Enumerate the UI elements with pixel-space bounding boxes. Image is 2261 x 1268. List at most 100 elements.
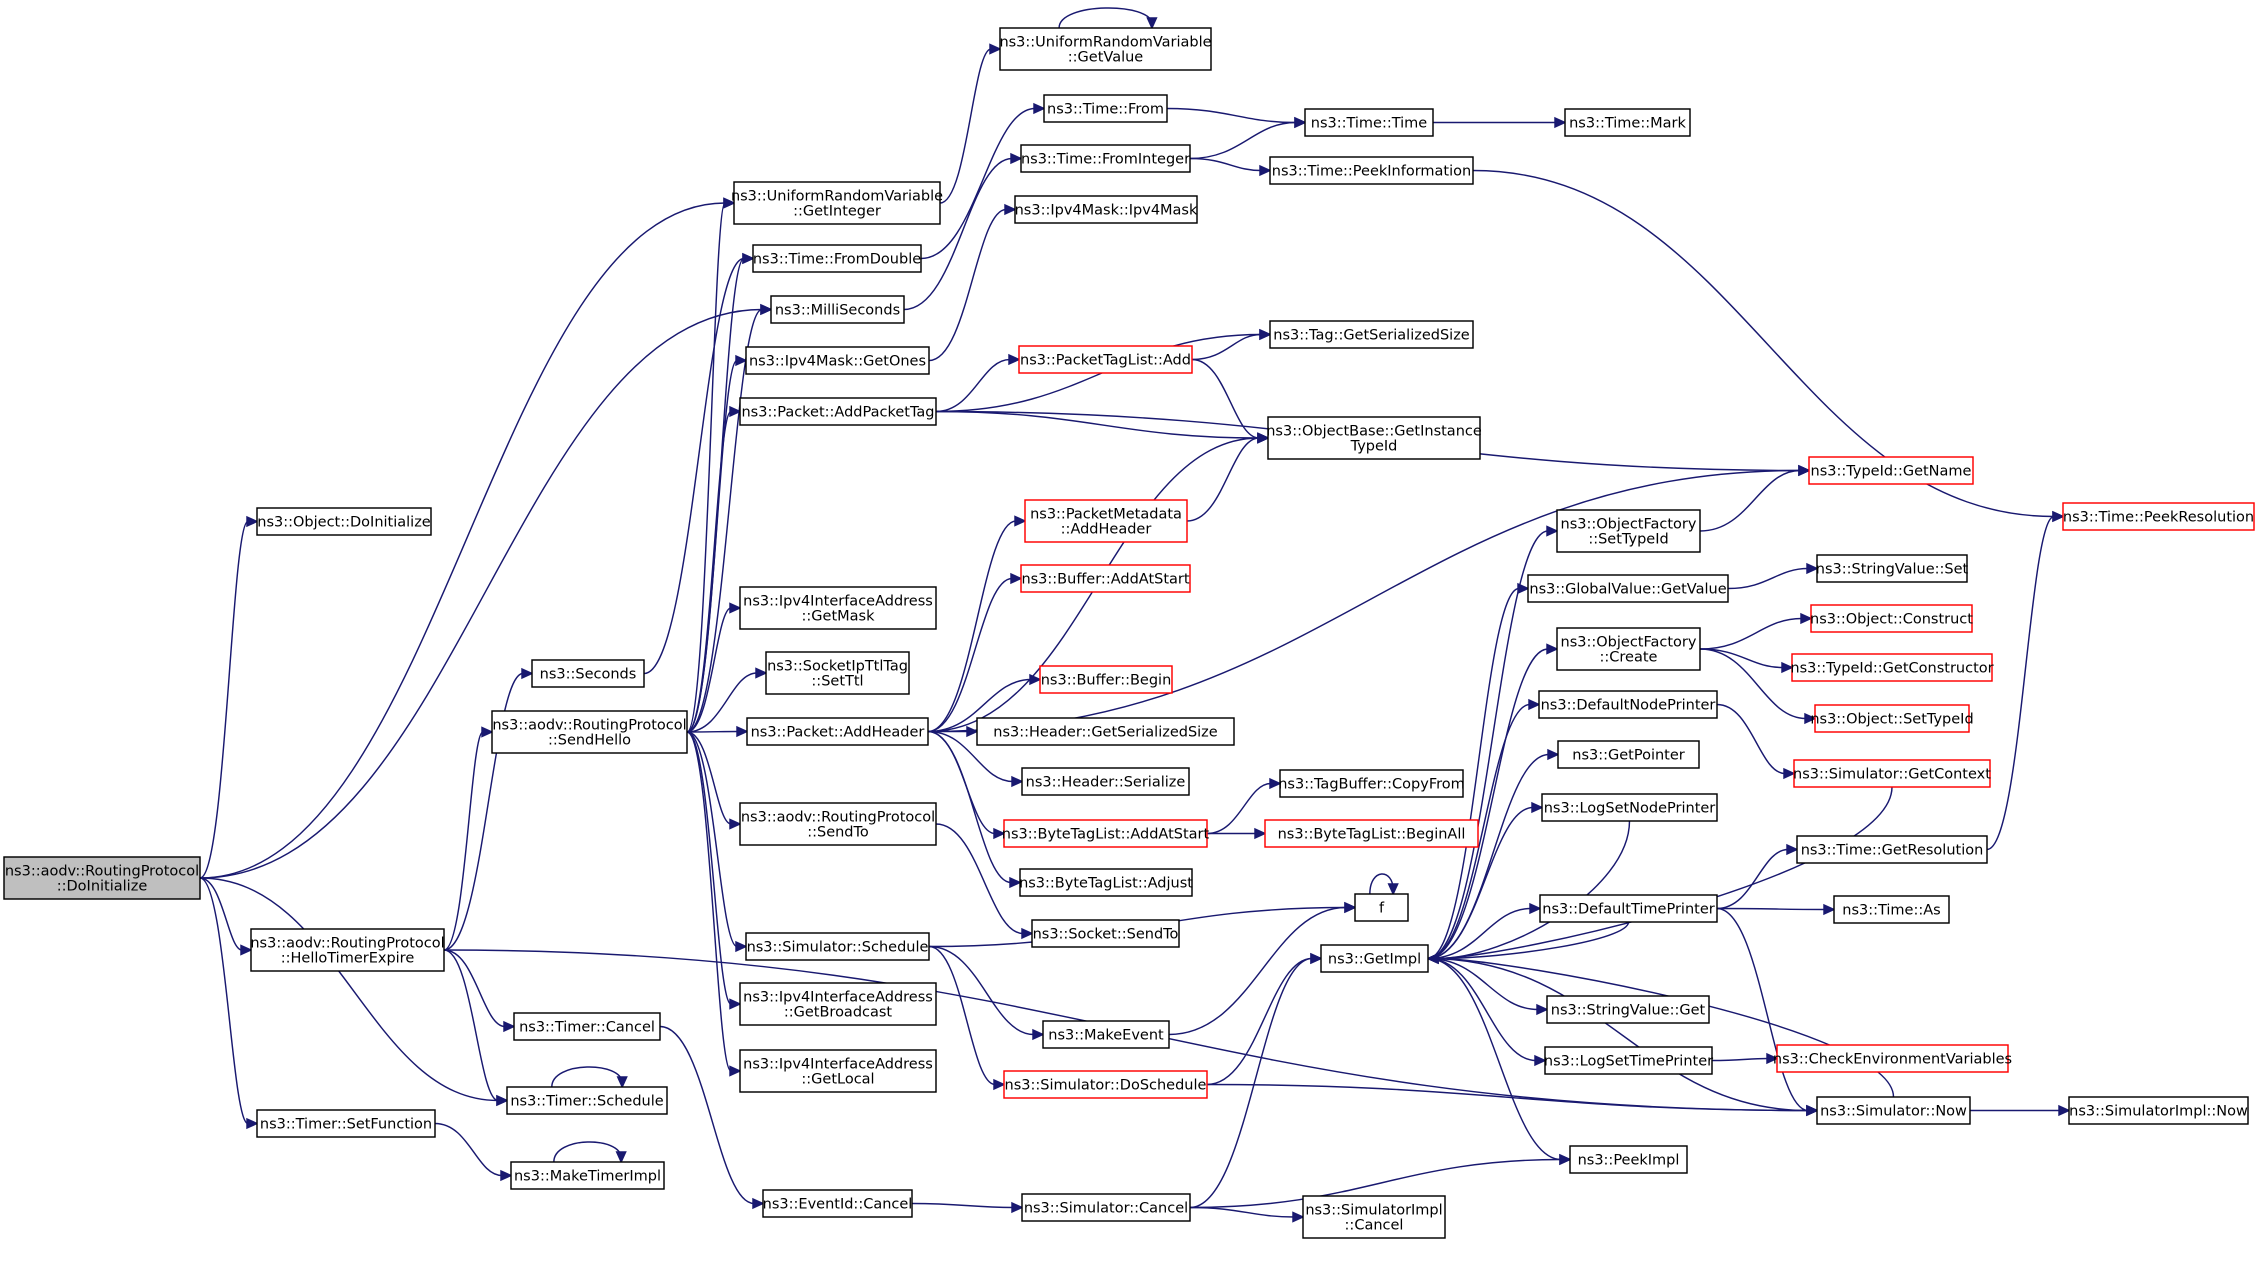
node-urv_getint[interactable]: ns3::UniformRandomVariable::GetInteger <box>731 181 943 225</box>
node-typeid_getctor[interactable]: ns3::TypeId::GetConstructor <box>1790 653 1994 682</box>
node-maketimerimpl[interactable]: ns3::MakeTimerImpl <box>510 1161 665 1190</box>
node-time_from[interactable]: ns3::Time::From <box>1043 94 1168 123</box>
node-label: ns3::Timer::Cancel <box>519 1020 655 1036</box>
node-tagbuf_copyfrom[interactable]: ns3::TagBuffer::CopyFrom <box>1278 769 1465 798</box>
node-time_getres[interactable]: ns3::Time::GetResolution <box>1796 835 1988 864</box>
node-buf_begin[interactable]: ns3::Buffer::Begin <box>1039 665 1173 694</box>
node-eventid_cancel[interactable]: ns3::EventId::Cancel <box>762 1189 913 1218</box>
node-label: ns3::GlobalValue::GetValue <box>1529 582 1726 598</box>
node-box <box>1003 819 1208 848</box>
node-time_time[interactable]: ns3::Time::Time <box>1304 108 1434 137</box>
node-sim_schedule[interactable]: ns3::Simulator::Schedule <box>745 932 930 961</box>
node-packet_addtag[interactable]: ns3::Packet::AddPacketTag <box>739 397 937 426</box>
node-ptl_add[interactable]: ns3::PacketTagList::Add <box>1018 345 1193 374</box>
node-timer_cancel[interactable]: ns3::Timer::Cancel <box>513 1012 661 1041</box>
node-stringvalue_set[interactable]: ns3::StringValue::Set <box>1816 554 1969 583</box>
node-obj_construct[interactable]: ns3::Object::Construct <box>1810 604 1973 633</box>
node-sim_cancel[interactable]: ns3::Simulator::Cancel <box>1021 1193 1191 1222</box>
node-makeevent[interactable]: ns3::MakeEvent <box>1042 1020 1170 1049</box>
node-gv_getvalue[interactable]: ns3::GlobalValue::GetValue <box>1527 574 1729 603</box>
node-box <box>2068 1096 2249 1125</box>
node-box <box>1541 793 1718 822</box>
node-checkenvvars[interactable]: ns3::CheckEnvironmentVariables <box>1773 1044 2012 1073</box>
edge-sendhello-to-ifaddr_getlocal <box>686 731 742 1077</box>
node-sim_now[interactable]: ns3::Simulator::Now <box>1816 1096 1971 1125</box>
node-ipv4mask_ctor[interactable]: ns3::Ipv4Mask::Ipv4Mask <box>1014 195 1198 224</box>
node-label: ns3::StringValue::Get <box>1551 1003 1706 1019</box>
node-root[interactable]: ns3::aodv::RoutingProtocol::DoInitialize <box>3 856 201 900</box>
node-hello_expire[interactable]: ns3::aodv::RoutingProtocol::HelloTimerEx… <box>250 928 445 972</box>
node-box <box>739 802 937 846</box>
node-simimpl_cancel[interactable]: ns3::SimulatorImpl::Cancel <box>1302 1195 1446 1239</box>
edge-sendhello-to-packet_addheader <box>686 725 749 738</box>
node-label: ns3::MilliSeconds <box>775 303 900 319</box>
node-label: ns3::Simulator::Now <box>1820 1104 1967 1120</box>
node-label: ns3::MakeTimerImpl <box>514 1169 661 1185</box>
node-label: ns3::Packet::AddHeader <box>751 725 925 741</box>
node-buf_addatstart[interactable]: ns3::Buffer::AddAtStart <box>1020 564 1191 593</box>
node-packet_addheader[interactable]: ns3::Packet::AddHeader <box>746 717 929 746</box>
node-btl_adjust[interactable]: ns3::ByteTagList::Adjust <box>1019 868 1193 897</box>
node-hdr_getsersize[interactable]: ns3::Header::GetSerializedSize <box>976 717 1235 746</box>
node-sendhello[interactable]: ns3::aodv::RoutingProtocol::SendHello <box>491 710 688 754</box>
node-hdr_serialize[interactable]: ns3::Header::Serialize <box>1021 767 1190 796</box>
node-time_as[interactable]: ns3::Time::As <box>1833 895 1950 924</box>
node-btl_addatstart[interactable]: ns3::ByteTagList::AddAtStart <box>1002 819 1210 848</box>
node-label: ns3::PeekImpl <box>1578 1153 1680 1169</box>
node-box <box>1814 704 1970 733</box>
node-ifaddr_getmask[interactable]: ns3::Ipv4InterfaceAddress::GetMask <box>739 586 937 630</box>
node-sim_getcontext[interactable]: ns3::Simulator::GetContext <box>1793 759 1991 788</box>
node-label: ::DoInitialize <box>57 879 148 895</box>
node-time_peekres[interactable]: ns3::Time::PeekResolution <box>2062 502 2255 531</box>
node-label: ns3::TagBuffer::CopyFrom <box>1278 777 1465 793</box>
node-typeid_getname[interactable]: ns3::TypeId::GetName <box>1808 456 1974 485</box>
node-logsettimeprinter[interactable]: ns3::LogSetTimePrinter <box>1544 1046 1713 1075</box>
node-getpointer[interactable]: ns3::GetPointer <box>1557 740 1700 769</box>
node-time_frominteger[interactable]: ns3::Time::FromInteger <box>1020 144 1191 173</box>
node-label: ns3::Time::GetResolution <box>1801 843 1984 859</box>
node-timer_schedule[interactable]: ns3::Timer::Schedule <box>506 1086 668 1115</box>
node-box <box>491 710 688 754</box>
node-box <box>531 659 645 688</box>
node-of_create[interactable]: ns3::ObjectFactory::Create <box>1556 627 1701 671</box>
edge-sim_doschedule-to-getimpl <box>1206 952 1323 1086</box>
node-socket_sendto[interactable]: ns3::Socket::SendTo <box>1031 919 1180 948</box>
node-milliseconds[interactable]: ns3::MilliSeconds <box>770 295 905 324</box>
node-obj_doinit[interactable]: ns3::Object::DoInitialize <box>256 507 432 536</box>
node-logsetnodeprinter[interactable]: ns3::LogSetNodePrinter <box>1541 793 1718 822</box>
node-simimpl_now[interactable]: ns3::SimulatorImpl::Now <box>2068 1096 2249 1125</box>
node-box <box>1791 653 1993 682</box>
node-stringvalue_get[interactable]: ns3::StringValue::Get <box>1546 995 1710 1024</box>
node-label: ns3::EventId::Cancel <box>763 1197 913 1213</box>
node-box <box>510 1161 665 1190</box>
node-ifaddr_getbcast[interactable]: ns3::Ipv4InterfaceAddress::GetBroadcast <box>739 982 937 1026</box>
node-timer_setfn[interactable]: ns3::Timer::SetFunction <box>256 1109 436 1138</box>
node-defnodeprinter[interactable]: ns3::DefaultNodePrinter <box>1538 690 1718 719</box>
edge-of_create-to-obj_settypeid <box>1699 648 1817 725</box>
edge-hello_expire-to-timer_schedule <box>443 949 509 1107</box>
node-btl_beginall[interactable]: ns3::ByteTagList::BeginAll <box>1264 819 1479 848</box>
node-tag_getsersize[interactable]: ns3::Tag::GetSerializedSize <box>1269 320 1474 349</box>
node-time_mark[interactable]: ns3::Time::Mark <box>1564 108 1691 137</box>
node-time_peekinfo[interactable]: ns3::Time::PeekInformation <box>1269 156 1474 185</box>
node-pm_addheader[interactable]: ns3::PacketMetadata::AddHeader <box>1024 499 1188 543</box>
node-time_fromdouble[interactable]: ns3::Time::FromDouble <box>752 244 922 273</box>
node-f[interactable]: f <box>1354 893 1409 922</box>
node-peekimpl[interactable]: ns3::PeekImpl <box>1569 1145 1688 1174</box>
node-deftimeprinter[interactable]: ns3::DefaultTimePrinter <box>1539 894 1718 923</box>
node-of_settypeid[interactable]: ns3::ObjectFactory::SetTypeId <box>1556 509 1701 553</box>
edge-time_from-to-time_time <box>1166 107 1307 129</box>
node-box <box>1816 1096 1971 1125</box>
edge-sim_now-to-simimpl_now <box>1970 1104 2071 1117</box>
node-getimpl[interactable]: ns3::GetImpl <box>1320 944 1429 973</box>
node-ifaddr_getlocal[interactable]: ns3::Ipv4InterfaceAddress::GetLocal <box>739 1049 937 1093</box>
node-aodv_sendto[interactable]: ns3::aodv::RoutingProtocol::SendTo <box>739 802 937 846</box>
node-socketipttl[interactable]: ns3::SocketIpTtlTag::SetTtl <box>765 651 910 695</box>
node-label: ns3::aodv::RoutingProtocol <box>492 718 686 734</box>
node-ipv4mask_getones[interactable]: ns3::Ipv4Mask::GetOnes <box>745 346 930 375</box>
node-sim_doschedule[interactable]: ns3::Simulator::DoSchedule <box>1003 1070 1208 1099</box>
node-seconds[interactable]: ns3::Seconds <box>531 659 645 688</box>
node-obj_settypeid[interactable]: ns3::Object::SetTypeId <box>1810 704 1974 733</box>
node-urv_getvalue[interactable]: ns3::UniformRandomVariable::GetValue <box>999 27 1212 71</box>
